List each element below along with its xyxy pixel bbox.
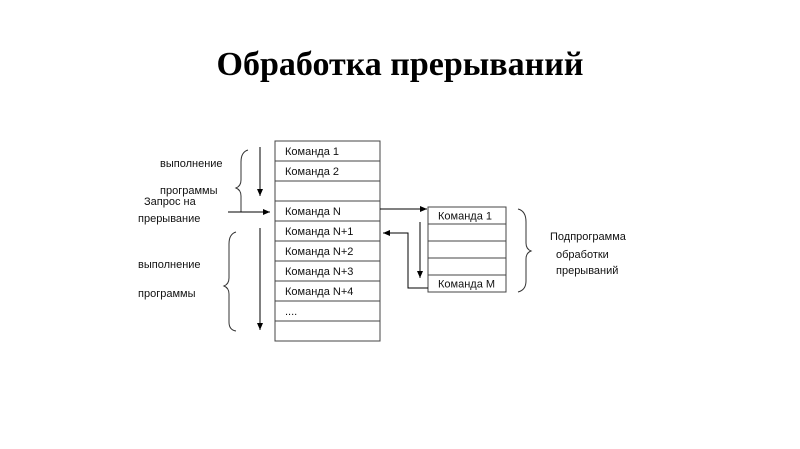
- main-command-cell-text: Команда N+3: [285, 266, 353, 278]
- main-program-table: Команда 1 Команда 2 Команда N Команда N+1Ко…: [274, 140, 381, 342]
- subroutine-label-1: Подпрограмма: [550, 231, 627, 243]
- exec-top-label-2: программы: [160, 185, 218, 197]
- return-arrow: [383, 230, 428, 289]
- main-command-cell-text: Команда N+2: [285, 246, 353, 258]
- exec-top-label-1: выполнение: [160, 158, 223, 170]
- request-label-1: Запрос на: [144, 196, 197, 208]
- main-command-cell-text: Команда 2: [285, 166, 339, 178]
- main-command-row: [274, 320, 381, 342]
- exec-bottom-label-1: выполнение: [138, 259, 201, 271]
- slide-title: Обработка прерываний: [216, 46, 584, 83]
- request-label-2: прерывание: [138, 213, 200, 225]
- main-command-cell-text: Команда N+1: [285, 226, 353, 238]
- sub-command-row: [427, 257, 507, 276]
- sub-command-cell-text: Команда M: [438, 279, 495, 291]
- main-command-cell-text: Команда 1: [285, 146, 339, 158]
- brace-bottom: [222, 231, 237, 332]
- sub-command-row: [427, 240, 507, 259]
- main-command-cell-text: Команда N+4: [285, 286, 353, 298]
- brace-right: [517, 208, 533, 293]
- subroutine-table: Команда 1 Команда M: [427, 206, 507, 293]
- sub-command-row: [427, 223, 507, 242]
- subroutine-label-2: обработки: [556, 249, 609, 261]
- exec-bottom-label-2: программы: [138, 288, 196, 300]
- sub-command-cell-text: Команда 1: [438, 211, 492, 223]
- brace-top: [234, 149, 249, 212]
- main-command-cell-text: Команда N: [285, 206, 341, 218]
- subroutine-label-3: прерываний: [556, 265, 618, 277]
- main-command-row: [274, 180, 381, 202]
- main-command-cell-text: ....: [285, 306, 297, 318]
- sub-command-row: [427, 274, 507, 293]
